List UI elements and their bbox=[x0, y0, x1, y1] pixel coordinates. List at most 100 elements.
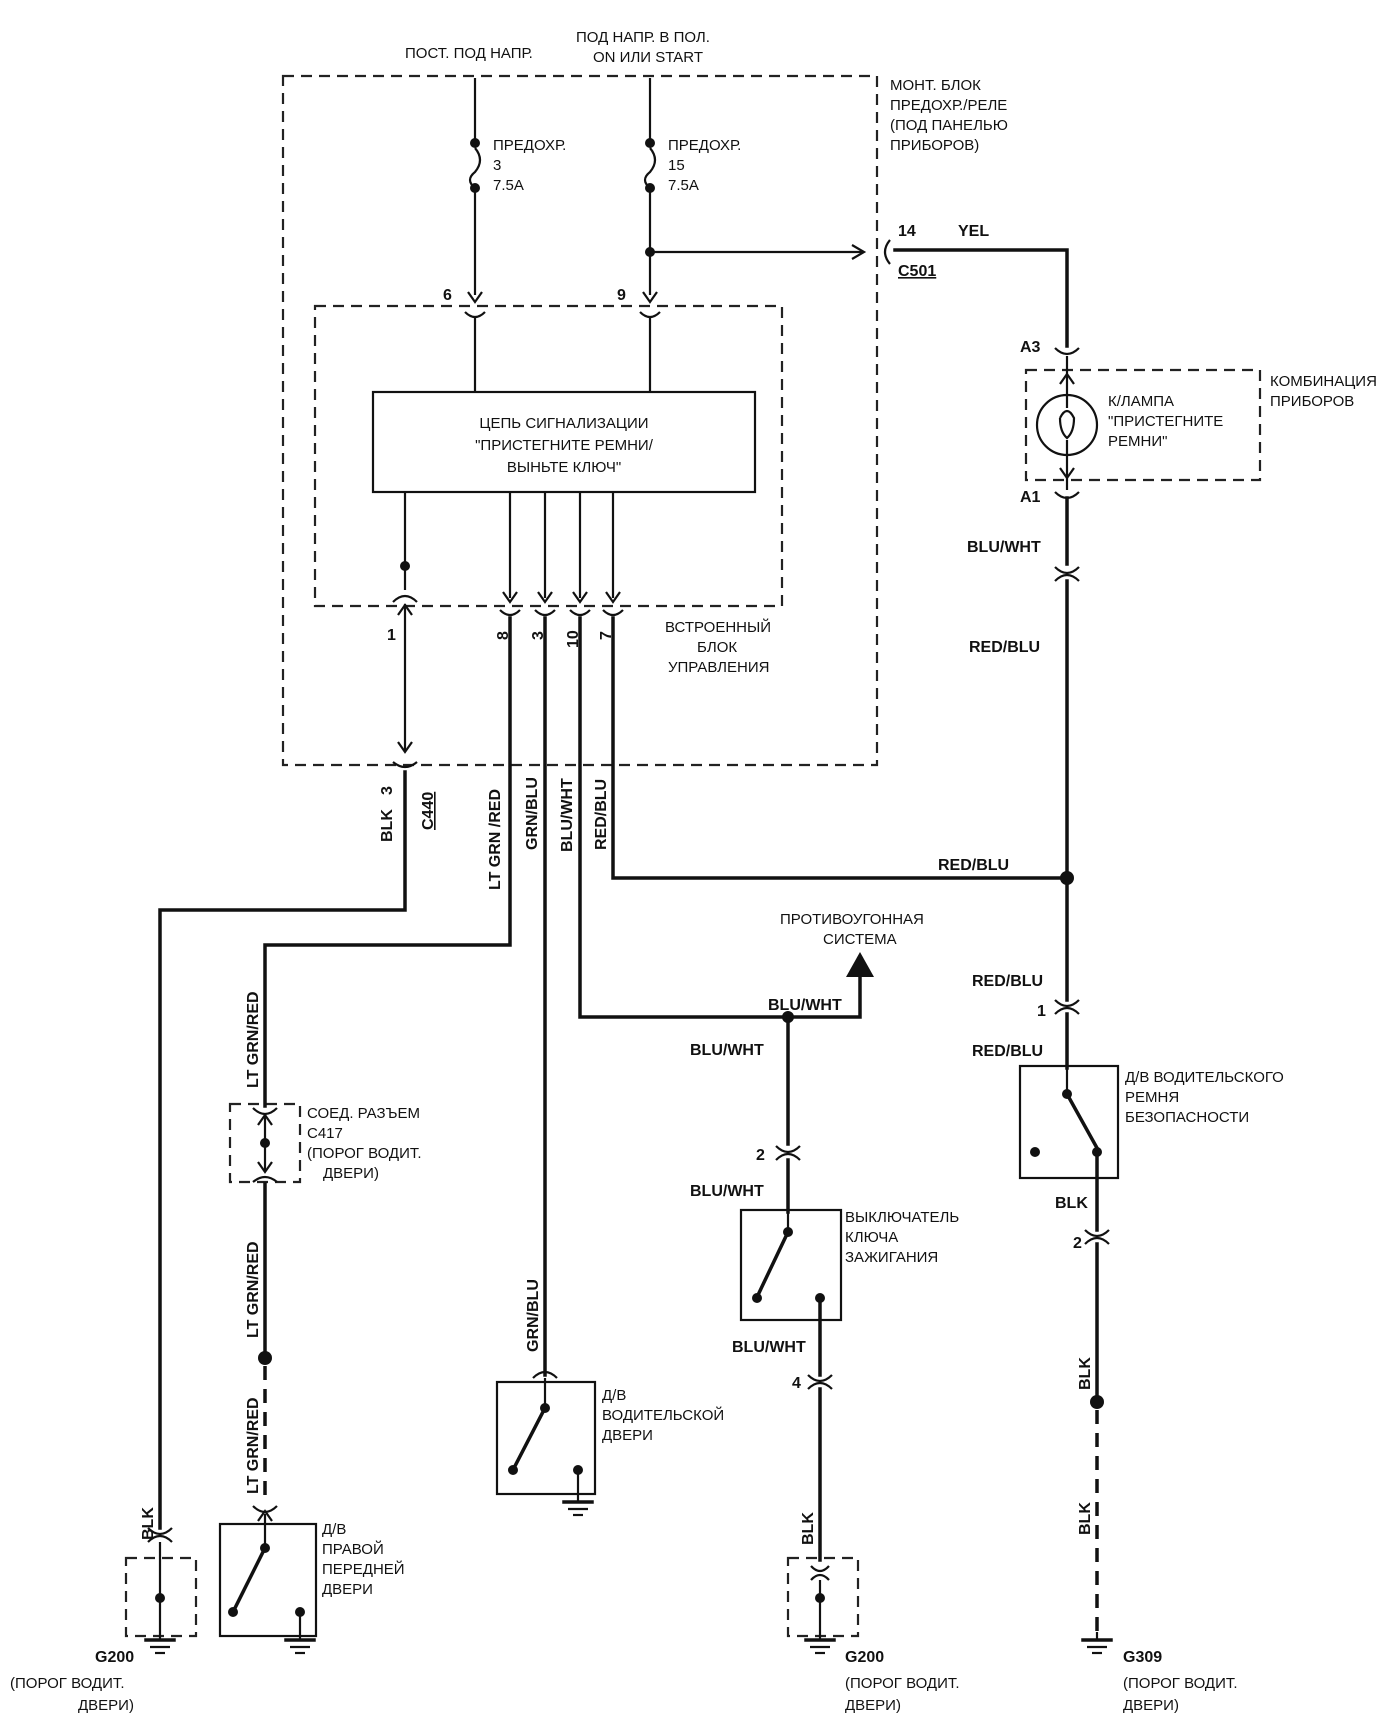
label-ctrl-unit-1: ВСТРОЕННЫЙ bbox=[665, 618, 771, 636]
connector-belt2 bbox=[1084, 1229, 1110, 1245]
rf-switch-blade bbox=[232, 1545, 268, 1611]
label-wire-blk-g200-left: BLK bbox=[140, 1507, 157, 1540]
label-circuit-1: ЦЕПЬ СИГНАЛИЗАЦИИ bbox=[479, 415, 648, 432]
label-wire-red-blu-1: RED/BLU bbox=[969, 639, 1040, 656]
arrow-pin8 bbox=[502, 591, 518, 604]
label-const-power: ПОСТ. ПОД НАПР. bbox=[405, 45, 533, 62]
fuse15-dot-top bbox=[645, 138, 655, 148]
label-wire-grn-blu-door: GRN/BLU bbox=[525, 1279, 542, 1352]
rf-switch-contact-1 bbox=[228, 1607, 238, 1617]
label-ctrl-unit-2: БЛОК bbox=[697, 639, 737, 656]
label-c501-pin: 14 bbox=[898, 223, 916, 240]
label-rf-door-4: ДВЕРИ bbox=[322, 1581, 373, 1598]
arrow-pin3 bbox=[537, 591, 553, 604]
connector-c440 bbox=[392, 761, 418, 769]
label-circuit-2: "ПРИСТЕГНИТЕ РЕМНИ/ bbox=[475, 437, 654, 454]
label-circuit-3: ВЫНЬТЕ КЛЮЧ" bbox=[507, 459, 621, 476]
label-door-sw-2: ВОДИТЕЛЬСКОЙ bbox=[602, 1406, 724, 1424]
label-fuse-block-3: (ПОД ПАНЕЛЬЮ bbox=[890, 117, 1008, 134]
label-g200-left-loc-1: (ПОРОГ ВОДИТ. bbox=[10, 1675, 125, 1692]
label-lamp-2: "ПРИСТЕГНИТЕ bbox=[1108, 413, 1223, 430]
label-g200-left: G200 bbox=[95, 1649, 134, 1666]
wire-yel bbox=[893, 248, 1069, 348]
label-fuse3-2: 3 bbox=[493, 157, 501, 174]
gauge-cluster-outline bbox=[1024, 368, 1262, 482]
label-pin8: 8 bbox=[495, 631, 512, 640]
label-g200-left-loc-2: ДВЕРИ) bbox=[78, 1697, 134, 1714]
control-unit-outline bbox=[313, 304, 784, 608]
label-antitheft-1: ПРОТИВОУГОННАЯ bbox=[780, 911, 924, 928]
arrow-pin10 bbox=[572, 591, 588, 604]
label-wire-blu-wht-ign-1: BLU/WHT bbox=[690, 1042, 764, 1059]
belt-switch-blade bbox=[1064, 1091, 1100, 1151]
label-cluster-2: ПРИБОРОВ bbox=[1270, 393, 1354, 410]
connector-c501 bbox=[883, 239, 891, 265]
door-switch-blade bbox=[512, 1405, 548, 1469]
fuse15-symbol bbox=[643, 147, 657, 189]
arrow-antitheft bbox=[846, 952, 874, 977]
connector-door-switch bbox=[532, 1370, 558, 1379]
connector-sw1 bbox=[1054, 999, 1080, 1015]
label-fuse-block-2: ПРЕДОХР./РЕЛЕ bbox=[890, 97, 1007, 114]
label-ign-power-2: ON ИЛИ START bbox=[593, 49, 703, 66]
connector-inline-1 bbox=[1054, 566, 1080, 582]
label-door-sw-3: ДВЕРИ bbox=[602, 1427, 653, 1444]
arrow-pin7 bbox=[605, 591, 621, 604]
label-wire-lt-grn-red-2: LT GRN/RED bbox=[245, 1241, 262, 1338]
connector-ign4 bbox=[807, 1374, 833, 1390]
label-fuse3-1: ПРЕДОХР. bbox=[493, 137, 566, 154]
rf-door-switch-box bbox=[218, 1522, 318, 1638]
label-fuse3-3: 7.5A bbox=[493, 177, 524, 194]
label-ign-sw-1: ВЫКЛЮЧАТЕЛЬ bbox=[845, 1209, 959, 1226]
label-wire-yel: YEL bbox=[958, 223, 989, 240]
arrow-c501 bbox=[851, 244, 867, 260]
connector-pin1 bbox=[392, 594, 418, 603]
label-pin-ign2: 2 bbox=[756, 1147, 765, 1164]
c417-outline bbox=[228, 1102, 302, 1184]
label-ign-power-1: ПОД НАПР. В ПОЛ. bbox=[576, 29, 710, 46]
dot-lt-grn-red bbox=[258, 1351, 272, 1365]
label-fuse-block-4: ПРИБОРОВ) bbox=[890, 137, 979, 154]
label-a3: A3 bbox=[1020, 339, 1041, 356]
label-pin6: 6 bbox=[443, 287, 452, 304]
label-g200-right-loc-2: ДВЕРИ) bbox=[845, 1697, 901, 1714]
connector-pin7 bbox=[602, 609, 624, 617]
label-wire-blu-wht-antitheft: BLU/WHT bbox=[768, 997, 842, 1014]
label-pin1: 1 bbox=[387, 627, 396, 644]
label-fuse15-2: 15 bbox=[668, 157, 685, 174]
label-wire-lt-grn-red-v: LT GRN /RED bbox=[487, 789, 504, 890]
label-ign-sw-3: ЗАЖИГАНИЯ bbox=[845, 1249, 938, 1266]
wire-blu-wht bbox=[578, 616, 790, 1019]
label-wire-lt-grn-red-1: LT GRN/RED bbox=[245, 991, 262, 1088]
label-c417-2: C417 bbox=[307, 1125, 343, 1142]
label-g200-right-loc-1: (ПОРОГ ВОДИТ. bbox=[845, 1675, 960, 1692]
wire-antitheft bbox=[786, 973, 862, 1019]
label-belt-sw-1: Д/В ВОДИТЕЛЬСКОГО bbox=[1125, 1069, 1284, 1086]
label-rf-door-2: ПРАВОЙ bbox=[322, 1540, 384, 1558]
arrow-rf-door bbox=[257, 1509, 273, 1522]
label-c440-pin: 3 bbox=[379, 786, 396, 795]
label-pin9: 9 bbox=[617, 287, 626, 304]
label-wire-blu-wht-ign-2: BLU/WHT bbox=[690, 1183, 764, 1200]
label-wire-blu-wht-v: BLU/WHT bbox=[559, 778, 576, 852]
label-c440: C440 bbox=[420, 792, 437, 830]
label-wire-blk-belt-2: BLK bbox=[1077, 1357, 1094, 1390]
connector-pin8 bbox=[499, 609, 521, 617]
wire-red-blu bbox=[611, 616, 1069, 880]
label-g309-loc-2: ДВЕРИ) bbox=[1123, 1697, 1179, 1714]
label-wire-blk-g200-right: BLK bbox=[800, 1512, 817, 1545]
arrow-pin6 bbox=[467, 291, 483, 304]
label-belt-sw-2: РЕМНЯ bbox=[1125, 1089, 1179, 1106]
label-wire-grn-blu-v: GRN/BLU bbox=[524, 777, 541, 850]
arrow-c417-bottom bbox=[257, 1161, 273, 1174]
label-c417-1: СОЕД. РАЗЪЕМ bbox=[307, 1105, 420, 1122]
arrow-pin1-up bbox=[397, 603, 413, 616]
ignition-switch-box bbox=[739, 1208, 843, 1322]
ign-switch-blade bbox=[755, 1229, 791, 1298]
label-wire-red-blu-2: RED/BLU bbox=[972, 973, 1043, 990]
label-door-sw-1: Д/В bbox=[602, 1387, 626, 1404]
wire-lt-grn-red bbox=[263, 616, 512, 1108]
label-ctrl-unit-3: УПРАВЛЕНИЯ bbox=[668, 659, 769, 676]
label-antitheft-2: СИСТЕМА bbox=[823, 931, 897, 948]
